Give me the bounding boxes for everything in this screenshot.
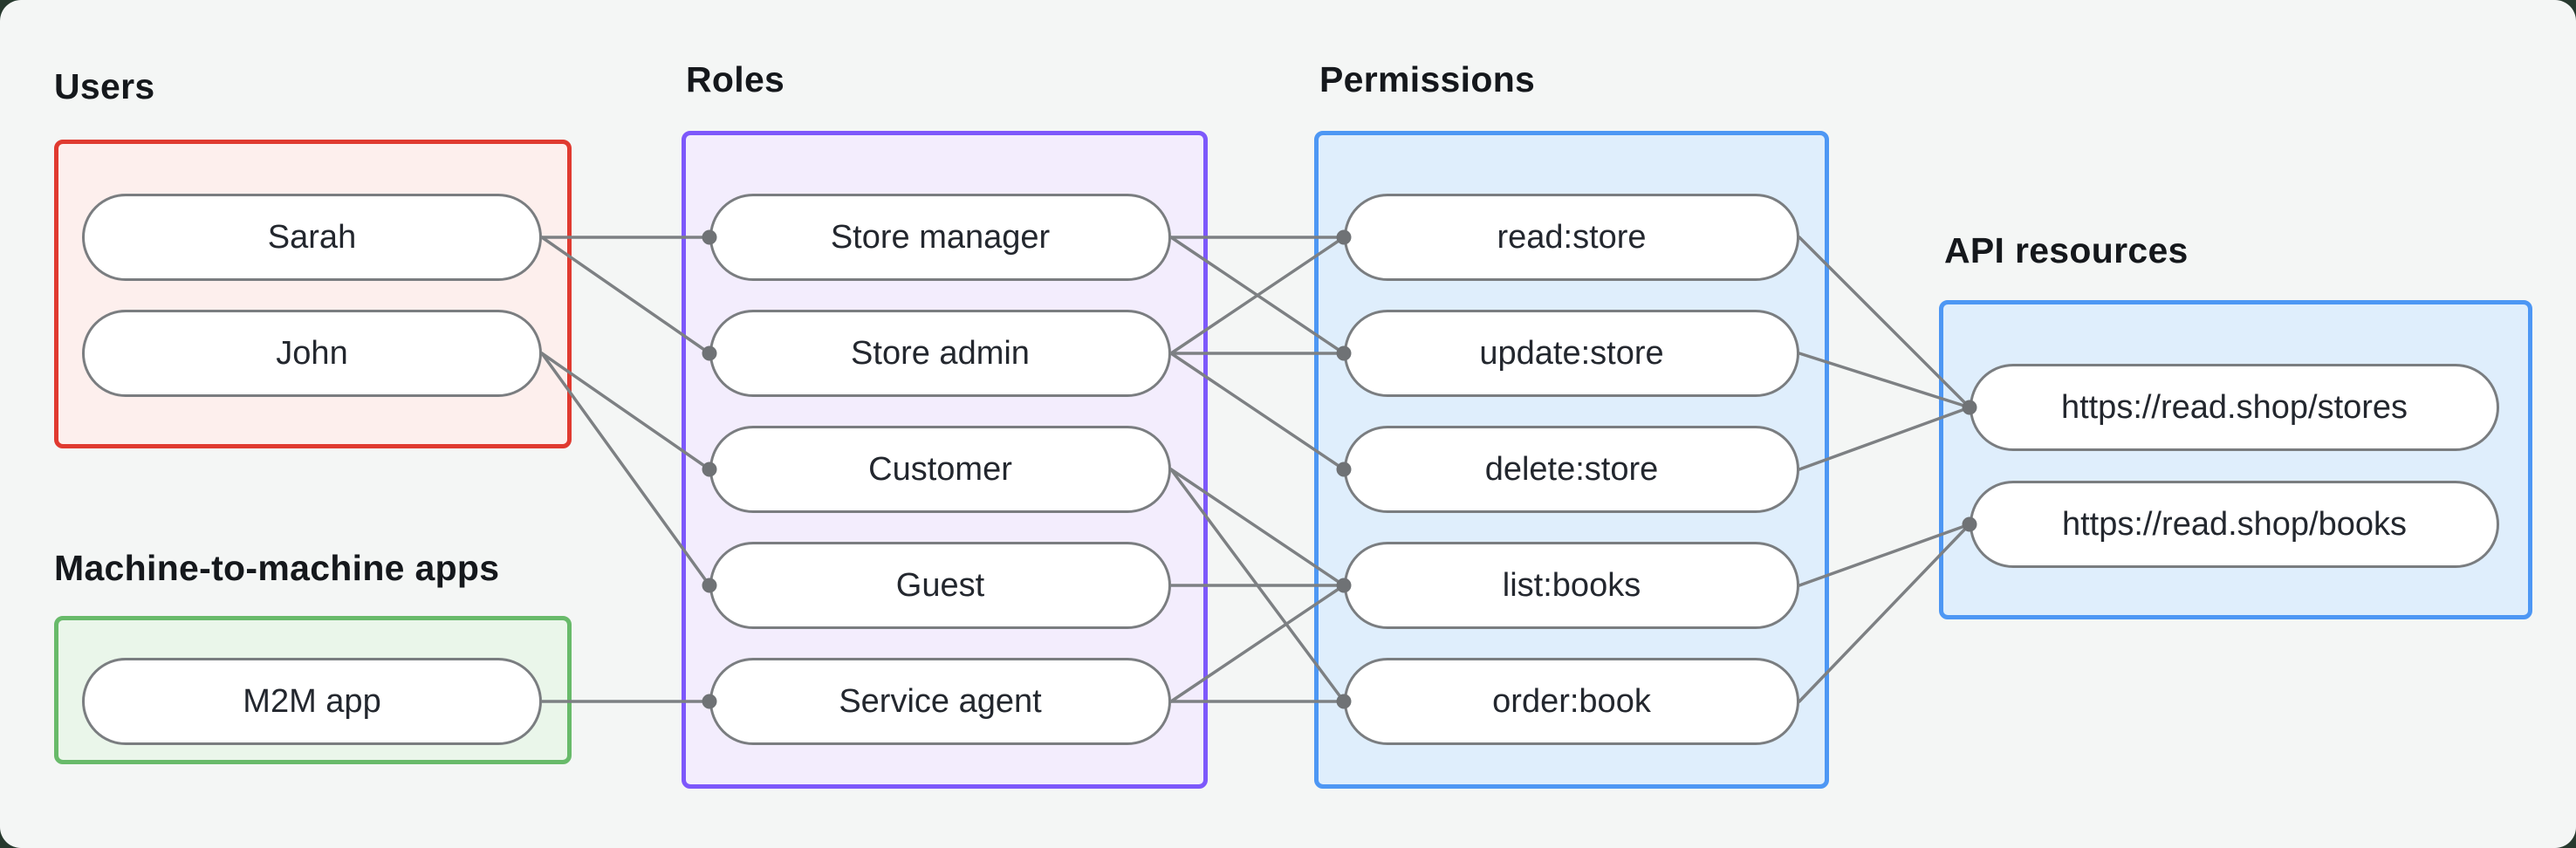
node-label-john: John xyxy=(276,334,348,372)
node-label-update_store: update:store xyxy=(1479,334,1664,372)
node-guest: Guest xyxy=(709,542,1171,629)
node-label-m2m_app: M2M app xyxy=(243,682,381,720)
roles-group-label: Roles xyxy=(686,59,785,99)
permissions-group-label: Permissions xyxy=(1319,59,1536,99)
node-label-store_admin: Store admin xyxy=(851,334,1030,372)
node-delete_store: delete:store xyxy=(1344,426,1799,513)
m2m-group-label: Machine-to-machine apps xyxy=(54,548,500,588)
users-group-label: Users xyxy=(54,66,155,106)
node-order_book: order:book xyxy=(1344,658,1799,745)
node-label-order_book: order:book xyxy=(1492,682,1651,720)
node-label-customer: Customer xyxy=(868,450,1012,488)
node-customer: Customer xyxy=(709,426,1171,513)
node-label-service_agent: Service agent xyxy=(839,682,1042,720)
node-list_books: list:books xyxy=(1344,542,1799,629)
node-label-read_store: read:store xyxy=(1497,218,1647,256)
node-john: John xyxy=(82,310,542,397)
node-label-books_api: https://read.shop/books xyxy=(2061,505,2408,543)
node-label-guest: Guest xyxy=(895,566,985,604)
node-sarah: Sarah xyxy=(82,194,542,281)
node-m2m_app: M2M app xyxy=(82,658,542,745)
users-group-box xyxy=(54,140,572,448)
node-update_store: update:store xyxy=(1344,310,1799,397)
node-stores_api: https://read.shop/stores xyxy=(1970,364,2499,451)
node-label-list_books: list:books xyxy=(1502,566,1641,604)
node-books_api: https://read.shop/books xyxy=(1970,481,2499,568)
node-service_agent: Service agent xyxy=(709,658,1171,745)
node-store_admin: Store admin xyxy=(709,310,1171,397)
api-group-label: API resources xyxy=(1944,230,2189,270)
node-read_store: read:store xyxy=(1344,194,1799,281)
node-label-delete_store: delete:store xyxy=(1484,450,1659,488)
node-label-store_manager: Store manager xyxy=(830,218,1051,256)
node-store_manager: Store manager xyxy=(709,194,1171,281)
node-label-stores_api: https://read.shop/stores xyxy=(2060,388,2408,426)
node-label-sarah: Sarah xyxy=(267,218,357,256)
